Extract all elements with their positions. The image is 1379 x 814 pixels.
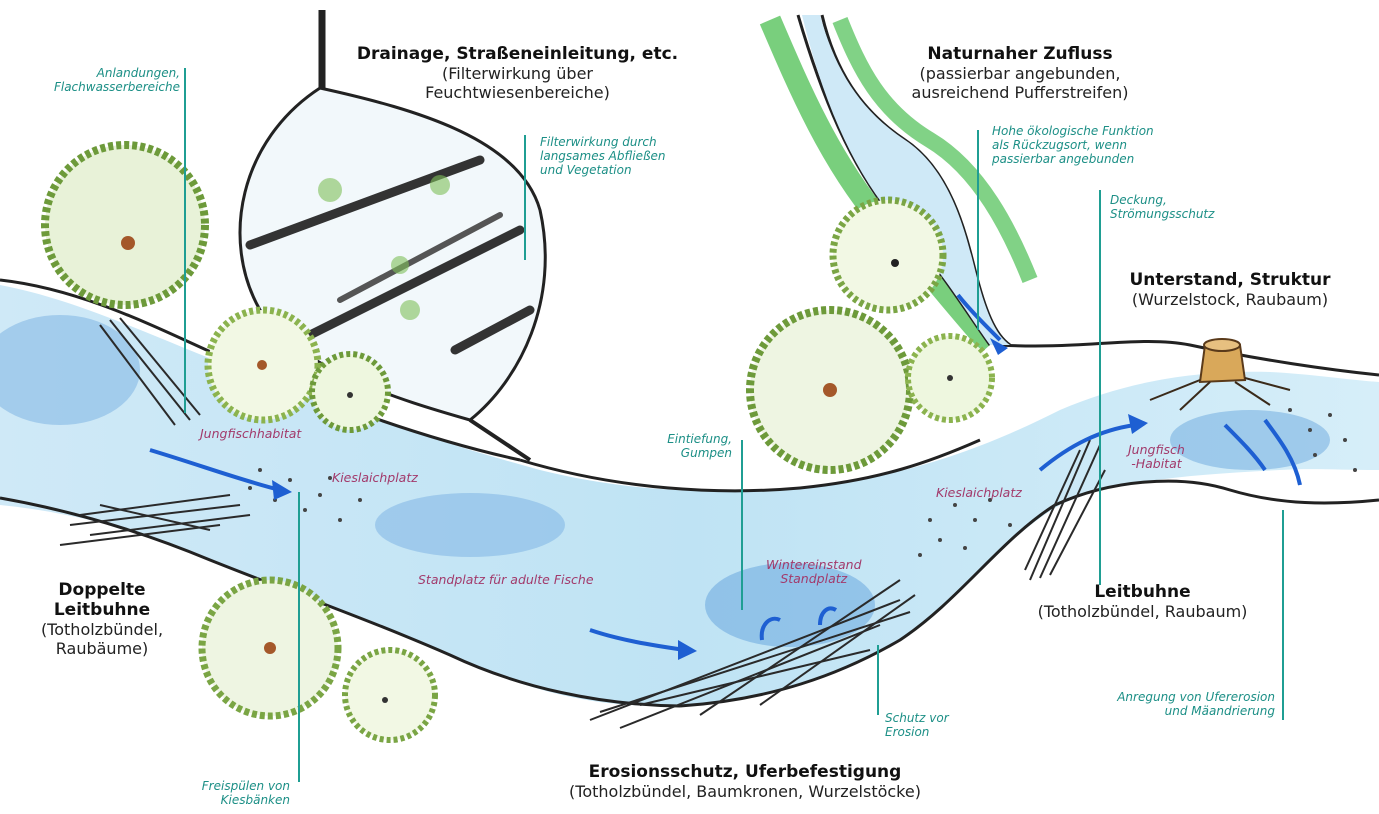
veg-patch [400, 300, 420, 320]
heading-erosion-sub1: (Totholzbündel, Baumkronen, Wurzelstöcke… [510, 782, 980, 801]
heading-leitbuhne-sub1: (Totholzbündel, Raubaum) [1020, 602, 1265, 621]
heading-unterstand-sub1: (Wurzelstock, Raubaum) [1110, 290, 1350, 309]
leader-anregung [1282, 510, 1284, 720]
habitat-winter-line1: Wintereinstand [766, 558, 862, 572]
tree-upper-left-3 [312, 354, 388, 430]
deep-pool-center [375, 493, 565, 557]
habitat-kies-right: Kieslaichplatz [936, 486, 1022, 500]
heading-zufluss-title: Naturnaher Zufluss [880, 44, 1160, 64]
note-hohe-line1: Hohe ökologische Funktion [992, 124, 1192, 138]
veg-patch [391, 256, 409, 274]
note-deckung-line2: Strömungsschutz [1110, 207, 1250, 221]
note-schutz-line1: Schutz vor [885, 711, 975, 725]
heading-doppelte-sub1: (Totholzbündel, [22, 620, 182, 639]
note-hohe: Hohe ökologische Funktion als Rückzugsor… [992, 124, 1192, 166]
leader-hohe [977, 130, 979, 330]
veg-patch [318, 178, 342, 202]
tree-right-small [908, 336, 992, 420]
heading-zufluss-sub1: (passierbar angebunden, [880, 64, 1160, 83]
note-freispuelen-line1: Freispülen von [180, 779, 290, 793]
tree-right-upper [833, 200, 943, 310]
habitat-winter-line2: Standplatz [766, 572, 862, 586]
heading-zufluss: Naturnaher Zufluss (passierbar angebunde… [880, 44, 1160, 102]
leader-deckung [1099, 190, 1101, 585]
note-deckung: Deckung, Strömungsschutz [1110, 193, 1250, 221]
note-anregung-line1: Anregung von Ufererosion [1080, 690, 1275, 704]
habitat-kies-left: Kieslaichplatz [332, 471, 418, 485]
habitat-winter: Wintereinstand Standplatz [766, 558, 862, 586]
habitat-jungfisch-right-line1: Jungfisch [1128, 443, 1185, 457]
bank-upper-right [1000, 341, 1379, 375]
tree-lower-left [202, 580, 338, 716]
tree-lower-left-2 [345, 650, 435, 740]
note-filter-line1: Filterwirkung durch [540, 135, 700, 149]
tree-right-big [750, 310, 910, 470]
heading-unterstand-title: Unterstand, Struktur [1110, 270, 1350, 290]
heading-doppelte-title1: Doppelte [22, 580, 182, 600]
note-deckung-line1: Deckung, [1110, 193, 1250, 207]
heading-erosion: Erosionsschutz, Uferbefestigung (Totholz… [510, 762, 980, 801]
leader-freispuelen [298, 492, 300, 782]
note-eintiefung: Eintiefung, Gumpen [640, 432, 732, 460]
note-filter-line2: langsames Abfließen [540, 149, 700, 163]
note-hohe-line2: als Rückzugsort, wenn [992, 138, 1192, 152]
note-filter-line3: und Vegetation [540, 163, 700, 177]
heading-zufluss-sub2: ausreichend Pufferstreifen) [880, 83, 1160, 102]
heading-unterstand: Unterstand, Struktur (Wurzelstock, Rauba… [1110, 270, 1350, 309]
habitat-standplatz: Standplatz für adulte Fische [418, 573, 594, 587]
heading-drainage-title: Drainage, Straßeneinleitung, etc. [345, 44, 690, 64]
heading-doppelte: Doppelte Leitbuhne (Totholzbündel, Raubä… [22, 580, 182, 658]
note-schutz: Schutz vor Erosion [885, 711, 975, 739]
habitat-jungfisch-right-line2: -Habitat [1128, 457, 1185, 471]
note-hohe-line3: passierbar angebunden [992, 152, 1192, 166]
habitat-jungfisch-right: Jungfisch -Habitat [1128, 443, 1185, 471]
leader-eintiefung [741, 440, 743, 610]
heading-drainage: Drainage, Straßeneinleitung, etc. (Filte… [345, 44, 690, 102]
habitat-jungfisch-left: Jungfischhabitat [200, 427, 301, 441]
note-freispuelen: Freispülen von Kiesbänken [180, 779, 290, 807]
tree-upper-left-2 [208, 310, 318, 420]
heading-drainage-sub1: (Filterwirkung über [345, 64, 690, 83]
heading-erosion-title: Erosionsschutz, Uferbefestigung [510, 762, 980, 782]
tree-top-left [45, 145, 205, 305]
leader-filter [524, 135, 526, 260]
note-filter: Filterwirkung durch langsames Abfließen … [540, 135, 700, 177]
note-anregung-line2: und Mäandrierung [1080, 704, 1275, 718]
veg-patch [430, 175, 450, 195]
leader-schutz [877, 645, 879, 715]
note-eintiefung-line1: Eintiefung, [640, 432, 732, 446]
heading-doppelte-title2: Leitbuhne [22, 600, 182, 620]
heading-doppelte-sub2: Raubäume) [22, 639, 182, 658]
note-freispuelen-line2: Kiesbänken [180, 793, 290, 807]
note-anlandungen-line2: Flachwasserbereiche [30, 80, 180, 94]
deep-pool-right [1170, 410, 1330, 470]
note-anregung: Anregung von Ufererosion und Mäandrierun… [1080, 690, 1275, 718]
note-eintiefung-line2: Gumpen [640, 446, 732, 460]
note-anlandungen-line1: Anlandungen, [30, 66, 180, 80]
heading-leitbuhne: Leitbuhne (Totholzbündel, Raubaum) [1020, 582, 1265, 621]
leader-anlandungen [184, 68, 186, 413]
note-anlandungen: Anlandungen, Flachwasserbereiche [30, 66, 180, 94]
heading-drainage-sub2: Feuchtwiesenbereiche) [345, 83, 690, 102]
heading-leitbuhne-title: Leitbuhne [1020, 582, 1265, 602]
note-schutz-line2: Erosion [885, 725, 975, 739]
